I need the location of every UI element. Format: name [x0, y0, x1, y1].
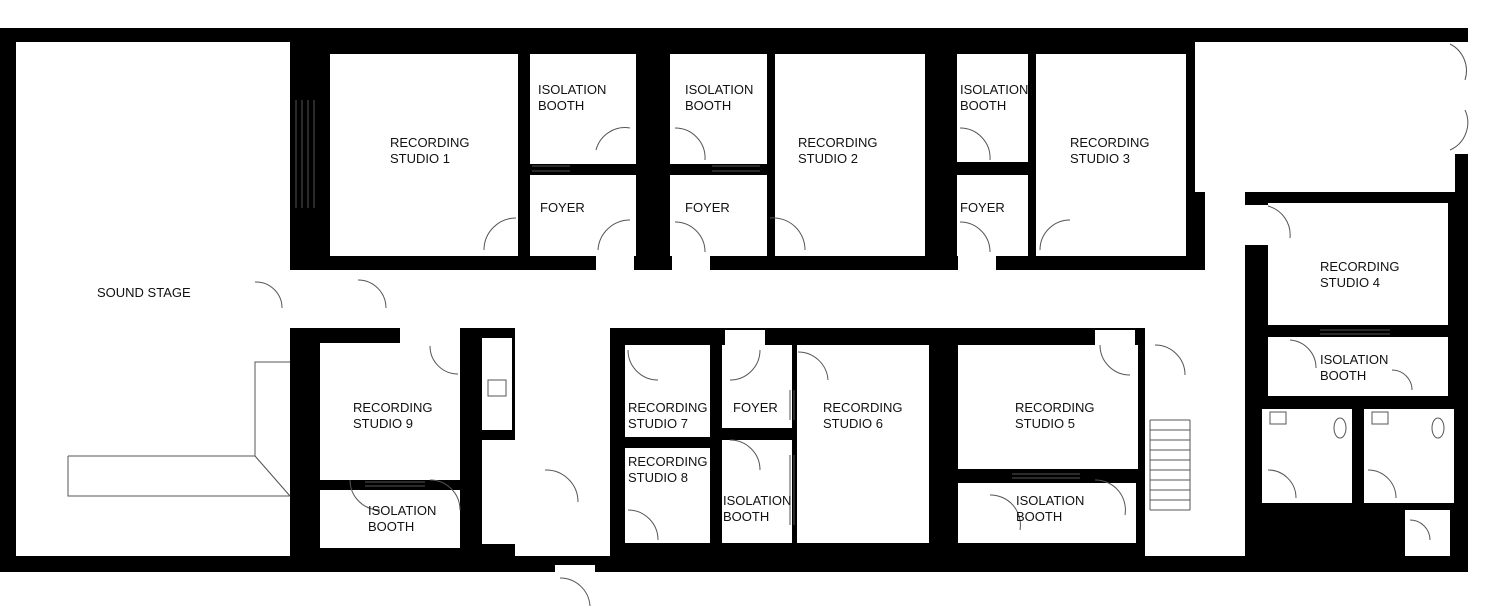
iso6-floor	[722, 440, 792, 543]
fixtures	[67, 43, 1469, 607]
storage-floor	[482, 440, 542, 544]
stage-platform	[68, 361, 290, 457]
foyer6-label: FOYER	[733, 400, 778, 415]
entry-door-gap	[555, 565, 595, 577]
storage-floor-2	[542, 465, 592, 544]
foyer2-label: FOYER	[685, 200, 730, 215]
room-floors	[16, 42, 1470, 577]
foyer1-floor	[530, 175, 636, 256]
studio6-floor	[797, 345, 929, 543]
studio2-floor	[775, 54, 925, 256]
iso1-floor	[530, 54, 636, 164]
east-door-gap	[1440, 42, 1470, 154]
restroom-hall-floor	[1405, 510, 1450, 556]
corridor-east-floor	[1195, 42, 1455, 192]
iso9-floor	[320, 490, 460, 548]
sound-stage-floor	[16, 42, 290, 556]
studio5-door-gap	[1095, 330, 1135, 350]
iso2-floor	[670, 54, 767, 164]
sound-stage-door-gap	[270, 270, 310, 328]
studio4-floor	[1268, 203, 1448, 325]
utility-floor	[482, 338, 512, 430]
foyer1-door-gap	[596, 250, 634, 275]
restroom1-floor	[1262, 409, 1352, 503]
foyer3-floor	[957, 175, 1028, 256]
building-notch	[1468, 40, 1500, 190]
corridor-stair-floor	[1145, 328, 1245, 556]
restroom2-floor	[1364, 409, 1454, 503]
foyer6-floor	[722, 345, 792, 428]
sound-stage-label: SOUND STAGE	[97, 285, 191, 300]
foyer2-floor	[670, 175, 767, 256]
iso3-floor	[957, 54, 1028, 162]
stairs	[1149, 419, 1191, 511]
foyer2-door-gap	[672, 250, 710, 275]
iso4-floor	[1268, 337, 1448, 396]
iso5-floor	[958, 483, 1136, 543]
foyer1-label: FOYER	[540, 200, 585, 215]
studio7-floor	[625, 345, 710, 437]
studio4-door-gap	[1243, 205, 1273, 245]
stair-door-gap	[1150, 330, 1190, 350]
studio9-floor	[320, 343, 460, 480]
studio1-floor	[330, 54, 518, 256]
studio9-door-gap	[400, 318, 460, 348]
foyer3-door-gap	[958, 250, 996, 275]
foyer6-door-gap	[725, 330, 765, 350]
studio3-floor	[1036, 54, 1186, 256]
studio8-floor	[625, 448, 710, 543]
foyer3-label: FOYER	[960, 200, 1005, 215]
